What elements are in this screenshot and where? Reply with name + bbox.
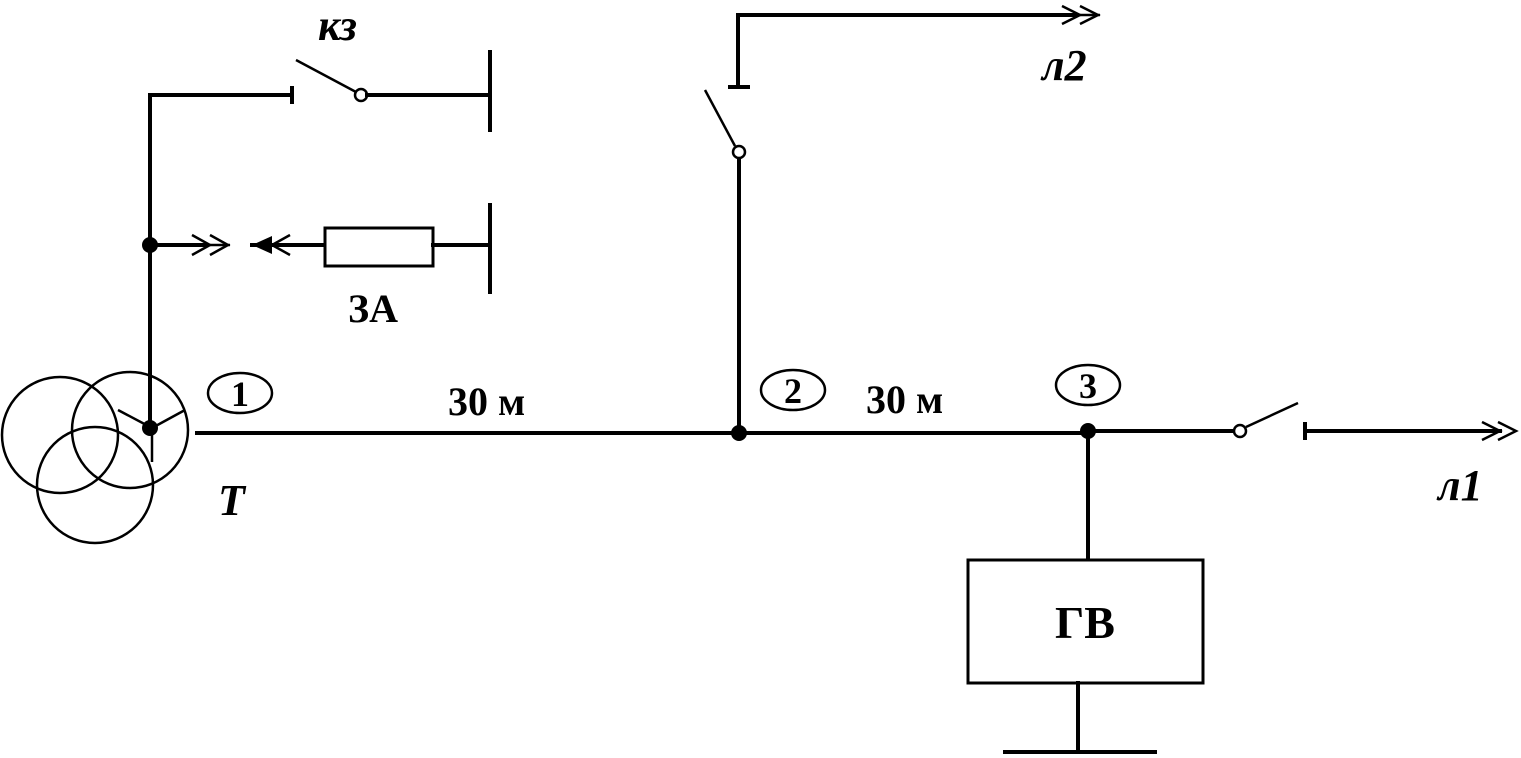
l2-switch-pivot [731, 144, 747, 160]
neutral-node-dot [142, 420, 158, 436]
transformer-label: Т [218, 476, 247, 525]
distance-1-2-label: 30 м [448, 379, 525, 424]
transformer-winding-2 [70, 370, 190, 490]
gv-block [966, 558, 1205, 685]
node-3-marker [1054, 363, 1122, 407]
l1-label: л1 [1436, 461, 1483, 510]
transformer-symbol [0, 370, 190, 545]
l2-label: л2 [1040, 41, 1087, 90]
za-resistor [323, 226, 435, 268]
distance-2-3-label: 30 м [866, 377, 943, 422]
kz-label: кз [318, 1, 357, 50]
node-3-label: 3 [1079, 366, 1097, 406]
l1-plug-chevron-2 [1497, 420, 1519, 442]
l2-switch-blade [703, 89, 737, 147]
node-2-label: 2 [784, 371, 802, 411]
l1-switch-pivot [1232, 423, 1248, 439]
transformer-winding-3 [35, 425, 155, 545]
node-1-label: 1 [231, 374, 249, 414]
node-2-marker [759, 368, 827, 412]
l1-switch-blade [1245, 401, 1299, 429]
za-label: ЗА [348, 286, 398, 331]
transformer-winding-1 [0, 375, 120, 495]
kz-switch-blade [295, 58, 357, 94]
node-1-marker [206, 371, 274, 415]
l1-plug-chevron-1 [1481, 420, 1503, 442]
gv-label: ГВ [1055, 597, 1115, 648]
